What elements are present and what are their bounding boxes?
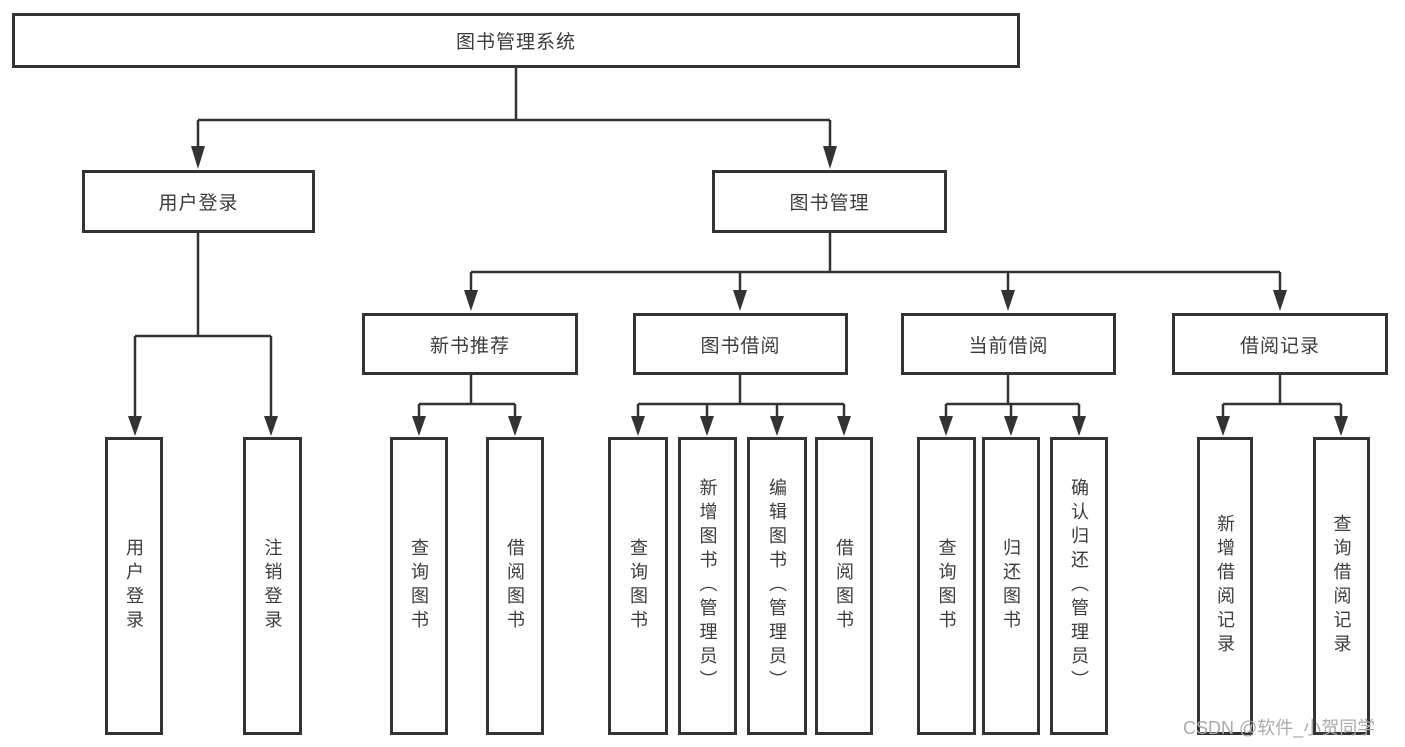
csdn-watermark: CSDN @软件_小贺同学: [1183, 718, 1376, 738]
leaf-add-books-admin: 新增图书（管理员）: [678, 437, 737, 735]
node-new-book-recommend: 新书推荐: [362, 313, 578, 375]
leaf-confirm-return-admin: 确认归还（管理员）: [1050, 437, 1108, 735]
leaf-query-borrow-record-label: 查询借阅记录: [1331, 514, 1352, 658]
leaf-logout-label: 注销登录: [262, 538, 283, 634]
node-borrow-records: 借阅记录: [1172, 313, 1388, 375]
arrowheads: [128, 146, 1348, 436]
leaf-logout: 注销登录: [243, 437, 302, 735]
leaf-add-borrow-record-label: 新增借阅记录: [1215, 514, 1235, 658]
node-user-login: 用户登录: [82, 170, 315, 233]
leaf-add-borrow-record: 新增借阅记录: [1197, 437, 1253, 735]
leaf-borrow-books-recommend-label: 借阅图书: [505, 538, 525, 634]
leaf-edit-books-admin-label: 编辑图书（管理员）: [767, 478, 787, 694]
node-current-borrow: 当前借阅: [901, 313, 1116, 375]
leaf-query-books-current-label: 查询图书: [936, 538, 957, 634]
node-root-library-system: 图书管理系统: [12, 13, 1020, 68]
leaf-query-books-borrow-label: 查询图书: [628, 538, 648, 634]
leaf-query-books-current: 查询图书: [917, 437, 976, 735]
leaf-query-borrow-record: 查询借阅记录: [1313, 437, 1370, 735]
leaf-borrow-books: 借阅图书: [815, 437, 873, 735]
leaf-query-books-recommend-label: 查询图书: [409, 538, 429, 634]
node-borrow-records-label: 借阅记录: [1239, 335, 1320, 357]
leaf-query-books-borrow: 查询图书: [608, 437, 668, 735]
leaf-edit-books-admin: 编辑图书（管理员）: [747, 437, 807, 735]
leaf-borrow-books-recommend: 借阅图书: [486, 437, 544, 735]
leaf-return-books-label: 归还图书: [1001, 538, 1021, 634]
leaf-return-books: 归还图书: [982, 437, 1040, 735]
node-book-management: 图书管理: [712, 170, 947, 233]
node-current-borrow-label: 当前借阅: [968, 335, 1049, 357]
leaf-borrow-books-label: 借阅图书: [834, 538, 854, 634]
leaf-query-books-recommend: 查询图书: [390, 437, 448, 735]
leaf-add-books-admin-label: 新增图书（管理员）: [697, 478, 718, 694]
node-book-borrow-label: 图书借阅: [700, 335, 781, 357]
leaf-confirm-return-admin-label: 确认归还（管理员）: [1069, 478, 1089, 694]
node-user-login-label: 用户登录: [158, 193, 239, 214]
node-new-book-recommend-label: 新书推荐: [429, 335, 510, 357]
node-book-borrow: 图书借阅: [633, 313, 848, 375]
node-root-label: 图书管理系统: [455, 32, 576, 53]
node-book-management-label: 图书管理: [789, 193, 870, 214]
leaf-user-login-label: 用户登录: [124, 538, 144, 634]
leaf-user-login: 用户登录: [105, 437, 163, 735]
